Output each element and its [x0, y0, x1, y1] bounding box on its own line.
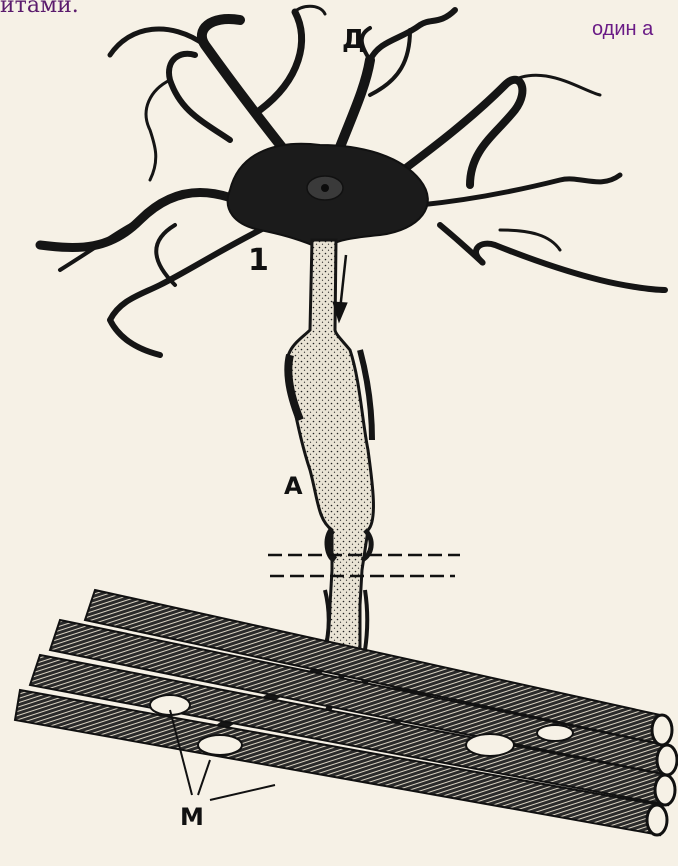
- label-muscle: М: [180, 803, 204, 831]
- label-axon: А: [284, 472, 303, 500]
- axon: [286, 240, 373, 665]
- nucleolus: [321, 184, 329, 192]
- label-cell-body: 1: [248, 243, 269, 278]
- label-dendrite: Д: [342, 25, 365, 55]
